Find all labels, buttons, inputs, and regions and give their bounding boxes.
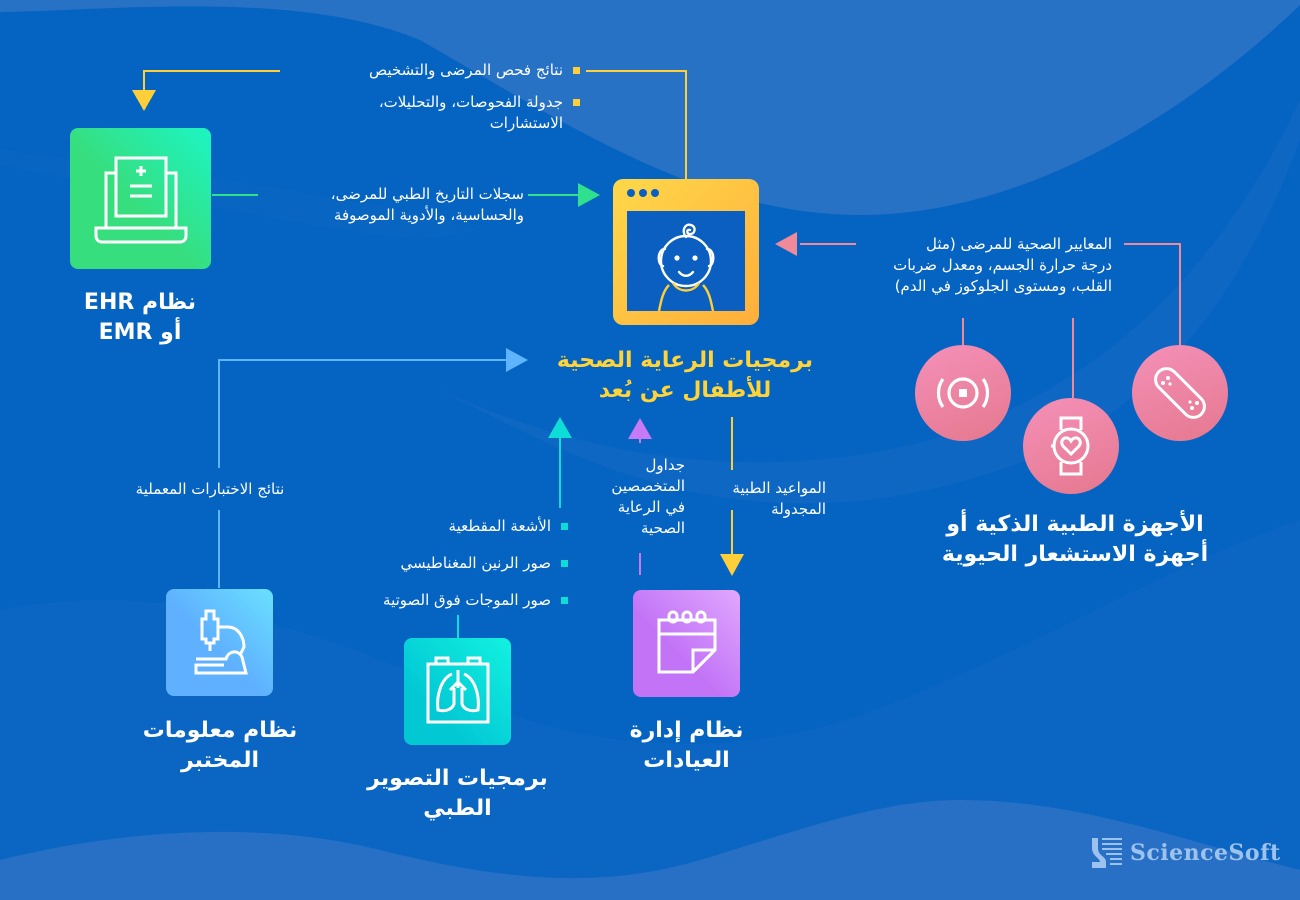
logo-text: ScienceSoft bbox=[1130, 840, 1281, 866]
sensor-ring-icon bbox=[936, 377, 990, 409]
lab-node-title: نظام معلومات المختبر bbox=[142, 718, 298, 773]
center-node-tile[interactable] bbox=[613, 179, 759, 325]
arrow-center-to-ehr bbox=[143, 70, 687, 180]
center-node-title: برمجيات الرعاية الصحية للأطفال عن بُعد bbox=[556, 348, 814, 403]
center-to-ehr-list: نتائج فحص المرضى والتشخيص جدولة الفحوصات… bbox=[286, 60, 580, 134]
imaging-node-title: برمجيات التصوير الطبي bbox=[367, 766, 548, 821]
sciencesoft-logo-icon bbox=[1092, 838, 1122, 868]
list-item: الأشعة المقطعية bbox=[300, 516, 568, 537]
laptop-medical-record-icon bbox=[94, 156, 188, 244]
devices-node-title: الأجهزة الطبية الذكية أو أجهزة الاستشعار… bbox=[941, 512, 1209, 567]
clinic-node-tile[interactable] bbox=[633, 590, 740, 697]
bullet-square-icon bbox=[573, 99, 580, 106]
list-item: نتائج فحص المرضى والتشخيص bbox=[286, 60, 580, 81]
imaging-node-tile[interactable] bbox=[404, 638, 511, 745]
sensor-device-circle[interactable] bbox=[915, 345, 1011, 441]
arrow-head-down-icon bbox=[132, 90, 156, 111]
bullet-square-icon bbox=[573, 67, 580, 74]
bullet-square-icon bbox=[561, 523, 568, 530]
calendar-icon bbox=[657, 610, 717, 674]
patch-band-icon bbox=[1154, 367, 1206, 419]
lab-to-center-label: نتائج الاختبارات المعملية bbox=[135, 480, 285, 498]
list-item: جدولة الفحوصات، والتحليلات، الاستشارات bbox=[286, 92, 580, 134]
bullet-square-icon bbox=[561, 560, 568, 567]
ehr-node-title: نظام EHR أو EMR bbox=[83, 290, 197, 345]
bullet-square-icon bbox=[561, 597, 568, 604]
window-dots-icon bbox=[627, 189, 659, 197]
microscope-icon bbox=[194, 609, 248, 675]
sciencesoft-logo[interactable]: ScienceSoft bbox=[1090, 836, 1281, 870]
smartwatch-heart-icon bbox=[1051, 416, 1090, 476]
devices-to-center-label: المعايير الصحية للمرضى (مثل درجة حرارة ا… bbox=[893, 235, 1112, 295]
ehr-to-center-label: سجلات التاريخ الطبي للمرضى، والحساسية، و… bbox=[330, 185, 524, 224]
clinic-node-title: نظام إدارة العيادات bbox=[629, 718, 744, 773]
arrow-head-right-icon bbox=[578, 183, 600, 207]
imaging-items-list: الأشعة المقطعية صور الرنين المغناطيسي صو… bbox=[300, 516, 568, 611]
arrow-head-right-icon bbox=[506, 348, 528, 372]
arrow-head-up-icon bbox=[628, 418, 652, 439]
arrow-head-down-icon bbox=[720, 554, 744, 576]
ehr-node-tile[interactable] bbox=[70, 128, 211, 269]
center-to-clinic-label: المواعيد الطبية المجدولة bbox=[732, 479, 826, 518]
lab-node-tile[interactable] bbox=[166, 589, 273, 696]
list-item: صور الموجات فوق الصوتية bbox=[300, 590, 568, 611]
lungs-xray-icon bbox=[426, 656, 490, 724]
clinic-to-center-label: جداول المتخصصين في الرعاية الصحية bbox=[611, 456, 685, 537]
arrow-head-left-icon bbox=[775, 232, 797, 256]
arrow-head-up-icon bbox=[548, 417, 572, 438]
smartwatch-device-circle[interactable] bbox=[1023, 398, 1119, 494]
patch-device-circle[interactable] bbox=[1132, 345, 1228, 441]
child-face-icon bbox=[657, 223, 715, 311]
list-item: صور الرنين المغناطيسي bbox=[300, 553, 568, 574]
